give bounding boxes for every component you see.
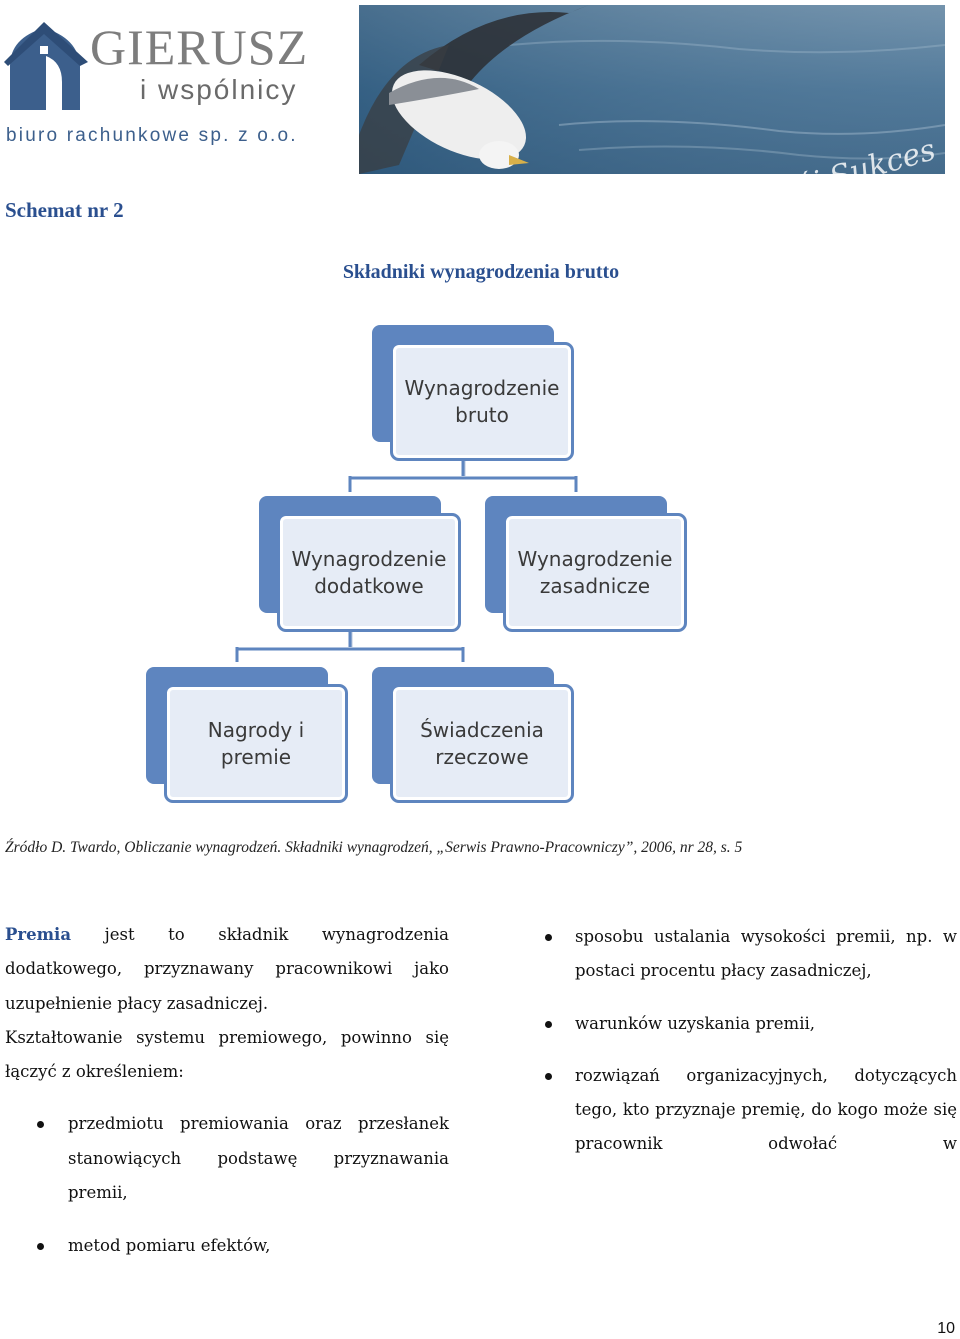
term-premia: Premia [5, 925, 72, 944]
seagull-photo [359, 5, 945, 174]
text-column-right: sposobu ustalania wysokości premii, np. … [543, 920, 957, 1162]
company-logo: GIERUSZ i wspólnicy biuro rachunkowe sp.… [4, 18, 334, 158]
system-paragraph: Kształtowanie systemu premiowego, powinn… [5, 1027, 449, 1082]
house-icon [4, 22, 88, 112]
source-citation: Źródło D. Twardo, Obliczanie wynagrodzeń… [5, 839, 743, 856]
intro-paragraph: Premia jest to składnik wynagrodzenia do… [5, 918, 449, 1021]
node-awards-bonuses-label: Nagrody i premie [207, 717, 305, 769]
bullet-icon [37, 1121, 44, 1129]
list-item: warunków uzyskania premii, [543, 1007, 957, 1041]
diagram-title: Składniki wynagrodzenia brutto [342, 261, 620, 283]
bullet-list-left: przedmiotu premiowania oraz przesłanek s… [5, 1107, 449, 1210]
logo-name: GIERUSZ [90, 19, 309, 75]
bullet-list-bottom: metod pomiaru efektów, [5, 1229, 449, 1263]
node-in-kind-benefits-label: Świadczenia rzeczowe [420, 717, 544, 769]
bullet-list-right: sposobu ustalania wysokości premii, np. … [543, 920, 957, 1162]
logo-subtitle: i wspólnicy [140, 74, 298, 105]
bullet-icon [545, 934, 552, 941]
page-number: 10 [937, 1320, 955, 1337]
scheme-label: Schemat nr 2 [5, 198, 124, 222]
logo-tagline: biuro rachunkowe sp. z o.o. [6, 125, 298, 146]
intro-text: jest to składnik wynagrodzenia dodatkowe… [5, 925, 449, 1013]
node-additional-salary-label: Wynagrodzenie dodatkowe [291, 546, 447, 598]
list-item: sposobu ustalania wysokości premii, np. … [543, 920, 957, 989]
bullet-icon [545, 1072, 552, 1080]
list-item: rozwiązań organizacyjnych, dotyczących t… [543, 1059, 957, 1162]
bullet-icon [37, 1243, 44, 1250]
bullet-icon [545, 1020, 552, 1028]
node-base-salary-label: Wynagrodzenie zasadnicze [517, 546, 673, 598]
list-item: przedmiotu premiowania oraz przesłanek s… [5, 1107, 449, 1210]
list-item: metod pomiaru efektów, [5, 1229, 449, 1263]
text-column-left: Premia jest to składnik wynagrodzenia do… [5, 918, 449, 1210]
header-banner: Wyliczymy Twój Sukces [359, 5, 945, 174]
node-gross-salary-label: Wynagrodzenie bruto [404, 375, 560, 427]
